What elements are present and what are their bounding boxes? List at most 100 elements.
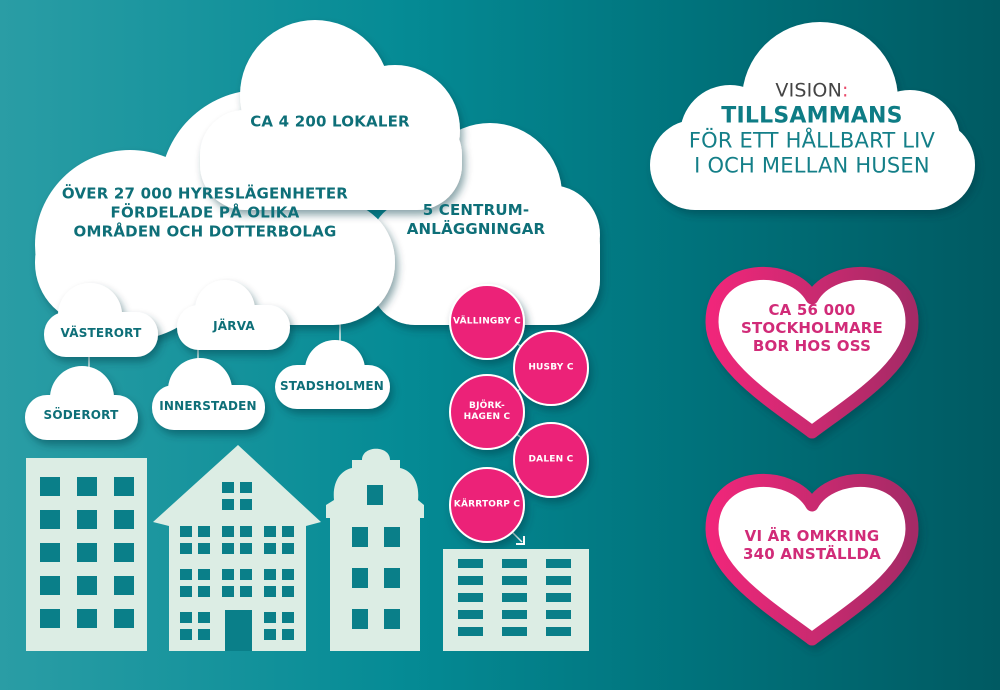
area-soderort: SÖDERORT <box>43 408 119 422</box>
window <box>240 586 252 597</box>
window <box>180 586 192 597</box>
heart-stat-employees: VI ÄR OMKRING 340 ANSTÄLLDA <box>743 527 881 563</box>
area-innerstaden: INNERSTADEN <box>159 399 257 413</box>
circle-dalen <box>513 422 589 498</box>
window <box>222 526 234 537</box>
stat-hyreslagenheter: ÖVER 27 000 HYRESLÄGENHETER FÖRDELADE PÅ… <box>62 185 348 242</box>
window <box>198 629 210 640</box>
stat-lokaler: CA 4 200 LOKALER <box>250 112 410 131</box>
window <box>502 627 527 636</box>
window <box>264 569 276 580</box>
area-vasterort: VÄSTERORT <box>60 326 142 340</box>
text-line: FÖRDELADE PÅ OLIKA <box>110 203 300 222</box>
window <box>198 543 210 554</box>
text-line: BJÖRK- <box>469 401 505 411</box>
vision-line: TILLSAMMANS <box>721 103 903 129</box>
circle-vallingby <box>449 284 525 360</box>
cloud-jarva <box>177 280 290 350</box>
vision-colon: : <box>842 79 849 102</box>
window <box>40 609 60 628</box>
text-line: HAGEN C <box>463 412 511 422</box>
window <box>240 499 252 510</box>
window <box>352 568 368 588</box>
cloud-vision <box>650 22 975 210</box>
window <box>282 586 294 597</box>
window <box>180 629 192 640</box>
window <box>180 526 192 537</box>
building-old-town-house <box>326 448 424 651</box>
window <box>198 612 210 623</box>
window <box>225 610 252 651</box>
window <box>384 609 400 629</box>
cloud-lokaler <box>200 20 462 210</box>
center-husby: HUSBY C <box>528 362 574 373</box>
window <box>502 559 527 568</box>
area-jarva: JÄRVA <box>213 319 255 333</box>
window <box>282 569 294 580</box>
center-dalen: DALEN C <box>528 454 574 465</box>
heart-shape <box>705 266 919 439</box>
window <box>77 576 97 595</box>
window <box>222 543 234 554</box>
window <box>282 612 294 623</box>
vision-statement: VISION: TILLSAMMANS FÖR ETT HÅLLBART LIV… <box>689 78 935 179</box>
text-line: CA 56 000 <box>768 301 856 319</box>
window <box>77 477 97 496</box>
window <box>502 576 527 585</box>
window <box>222 586 234 597</box>
text-line: STOCKHOLMARE <box>740 319 884 337</box>
window <box>282 526 294 537</box>
text-line: BOR HOS OSS <box>752 337 872 355</box>
window <box>502 593 527 602</box>
window <box>180 543 192 554</box>
window <box>458 593 483 602</box>
window <box>502 610 527 619</box>
center-bjorkhagen: BJÖRK- HAGEN C <box>464 401 511 423</box>
vision-line: I OCH MELLAN HUSEN <box>694 153 930 178</box>
window <box>264 629 276 640</box>
window <box>546 576 571 585</box>
window <box>384 568 400 588</box>
heart-stat-residents: CA 56 000 STOCKHOLMARE BOR HOS OSS <box>741 301 883 355</box>
window <box>77 543 97 562</box>
window <box>40 510 60 529</box>
window <box>264 612 276 623</box>
building-gabled-house <box>153 445 321 651</box>
window <box>546 559 571 568</box>
text-line: 5 CENTRUM- <box>422 201 530 219</box>
window <box>240 482 252 493</box>
cloud-vasterort <box>44 283 158 357</box>
arrow-icon <box>516 536 525 545</box>
text-line: ANLÄGGNINGAR <box>406 220 546 238</box>
window <box>198 569 210 580</box>
circle-bjorkhagen <box>449 374 525 450</box>
window <box>222 499 234 510</box>
window <box>264 586 276 597</box>
window <box>198 586 210 597</box>
window <box>77 510 97 529</box>
text-line: 340 ANSTÄLLDA <box>743 545 881 563</box>
circle-karrtorp <box>449 467 525 543</box>
cloud-centrum <box>370 123 600 325</box>
area-stadsholmen: STADSHOLMEN <box>279 379 385 393</box>
window <box>40 477 60 496</box>
text-line: ÖVER 27 000 HYRESLÄGENHETER <box>61 184 349 203</box>
window <box>546 593 571 602</box>
window <box>198 526 210 537</box>
window <box>352 527 368 547</box>
window <box>180 612 192 623</box>
window <box>458 627 483 636</box>
window <box>367 485 383 505</box>
circle-husby <box>513 330 589 406</box>
window <box>240 543 252 554</box>
text-line: VI ÄR OMKRING <box>744 527 880 545</box>
window <box>546 627 571 636</box>
window <box>458 576 483 585</box>
window <box>180 569 192 580</box>
window <box>40 576 60 595</box>
window <box>458 610 483 619</box>
window <box>458 559 483 568</box>
window <box>40 543 60 562</box>
stat-centrum: 5 CENTRUM- ANLÄGGNINGAR <box>407 201 546 239</box>
